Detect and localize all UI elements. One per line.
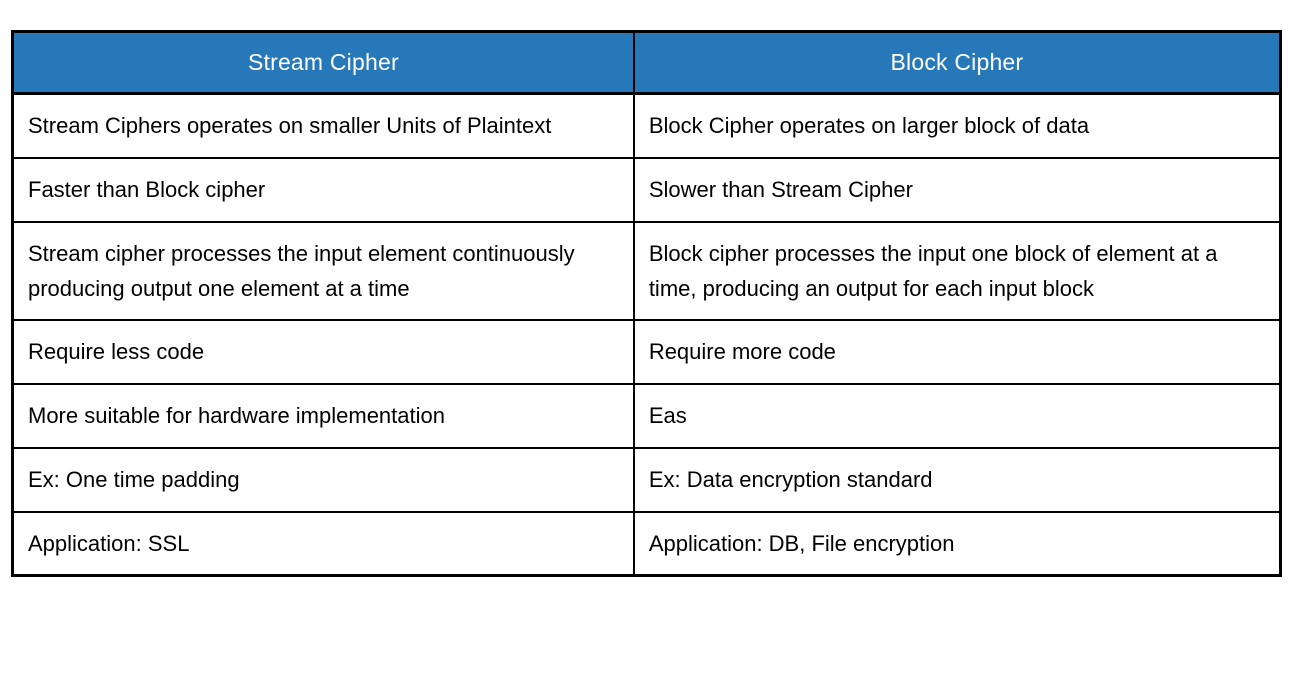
cipher-comparison-table: Stream Cipher Block Cipher Stream Cipher…: [11, 30, 1282, 577]
cell-block-application: Application: DB, File encryption: [632, 510, 1282, 577]
comparison-table-container: Stream Cipher Block Cipher Stream Cipher…: [11, 30, 1282, 577]
cell-block-code: Require more code: [632, 318, 1282, 385]
cell-stream-units: Stream Ciphers operates on smaller Units…: [11, 92, 635, 159]
cell-stream-application: Application: SSL: [11, 510, 635, 577]
cell-block-units: Block Cipher operates on larger block of…: [632, 92, 1282, 159]
cell-stream-implementation: More suitable for hardware implementatio…: [11, 382, 635, 449]
cell-block-example: Ex: Data encryption standard: [632, 446, 1282, 513]
table-row-example: Ex: One time padding Ex: Data encryption…: [11, 446, 1282, 513]
header-row: Stream Cipher Block Cipher: [11, 30, 1282, 95]
table-row-implementation: More suitable for hardware implementatio…: [11, 382, 1282, 449]
table-row-speed: Faster than Block cipher Slower than Str…: [11, 156, 1282, 223]
table-row-units: Stream Ciphers operates on smaller Units…: [11, 92, 1282, 159]
header-stream-cipher: Stream Cipher: [11, 30, 635, 95]
table-row-processing: Stream cipher processes the input elemen…: [11, 220, 1282, 321]
cell-stream-example: Ex: One time padding: [11, 446, 635, 513]
cell-block-implementation: Eas: [632, 382, 1282, 449]
cell-block-speed: Slower than Stream Cipher: [632, 156, 1282, 223]
cell-stream-speed: Faster than Block cipher: [11, 156, 635, 223]
table-row-application: Application: SSL Application: DB, File e…: [11, 510, 1282, 577]
cell-stream-code: Require less code: [11, 318, 635, 385]
table-row-code: Require less code Require more code: [11, 318, 1282, 385]
cell-stream-processing: Stream cipher processes the input elemen…: [11, 220, 635, 321]
cell-block-processing: Block cipher processes the input one blo…: [632, 220, 1282, 321]
header-block-cipher: Block Cipher: [632, 30, 1282, 95]
